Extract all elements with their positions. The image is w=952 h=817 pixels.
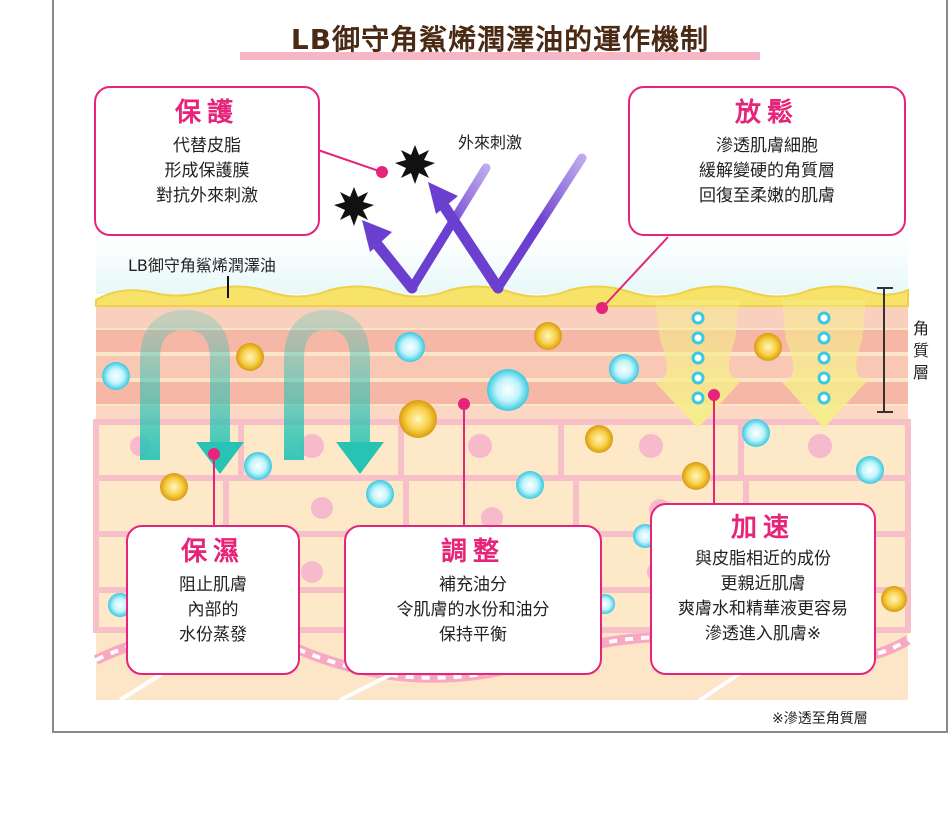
relax-title: 放鬆 xyxy=(630,96,904,130)
moisture-line: 阻止肌膚 xyxy=(128,573,298,598)
adjust-title: 調整 xyxy=(346,535,600,569)
adjust-line: 保持平衡 xyxy=(346,623,600,648)
footnote: ※滲透至角質層 xyxy=(772,708,868,728)
protect-box: 保護 代替皮脂 形成保護膜 對抗外來刺激 xyxy=(94,86,320,236)
protect-line: 形成保護膜 xyxy=(96,159,318,184)
accelerate-line: 更親近肌膚 xyxy=(652,572,874,597)
accelerate-title: 加速 xyxy=(652,511,874,545)
accelerate-line: 與皮脂相近的成份 xyxy=(652,547,874,572)
adjust-line: 令肌膚的水份和油分 xyxy=(346,598,600,623)
stimulus-stars xyxy=(334,145,435,226)
relax-line: 緩解變硬的角質層 xyxy=(630,159,904,184)
relax-line: 回復至柔嫩的肌膚 xyxy=(630,184,904,209)
moisture-line: 內部的 xyxy=(128,598,298,623)
moisture-box: 保濕 阻止肌膚 內部的 水份蒸發 xyxy=(126,525,300,675)
adjust-line: 補充油分 xyxy=(346,573,600,598)
protect-line: 代替皮脂 xyxy=(96,134,318,159)
protect-title: 保護 xyxy=(96,96,318,130)
accelerate-line: 滲透進入肌膚※ xyxy=(652,622,874,647)
adjust-box: 調整 補充油分 令肌膚的水份和油分 保持平衡 xyxy=(344,525,602,675)
moisture-title: 保濕 xyxy=(128,535,298,569)
relax-line: 滲透肌膚細胞 xyxy=(630,134,904,159)
oil-layer-label: LB御守角鯊烯潤澤油 xyxy=(128,252,276,276)
stratum-label: 角 質 層 xyxy=(911,318,931,384)
accelerate-line: 爽膚水和精華液更容易 xyxy=(652,597,874,622)
protect-line: 對抗外來刺激 xyxy=(96,184,318,209)
accelerate-box: 加速 與皮脂相近的成份 更親近肌膚 爽膚水和精華液更容易 滲透進入肌膚※ xyxy=(650,503,876,675)
relax-box: 放鬆 滲透肌膚細胞 緩解變硬的角質層 回復至柔嫩的肌膚 xyxy=(628,86,906,236)
page-title: LB御守角鯊烯潤澤油的運作機制 xyxy=(240,18,760,58)
external-stimulus-label: 外來刺激 xyxy=(458,129,522,153)
moisture-line: 水份蒸發 xyxy=(128,623,298,648)
